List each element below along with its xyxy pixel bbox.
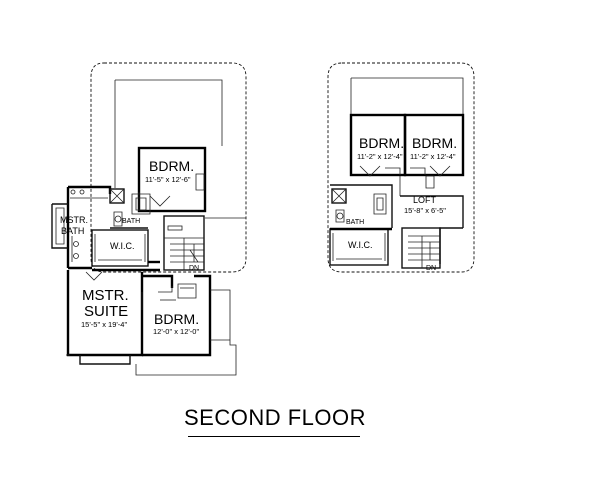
right-bedroom-left-label: BDRM. xyxy=(359,135,404,151)
left-plan xyxy=(51,62,247,376)
left-wic-walls xyxy=(91,229,149,267)
left-bedroom-bottom-walls xyxy=(142,274,212,357)
left-bath-label: BATH xyxy=(122,218,140,225)
left-master-suite-label-2: SUITE xyxy=(84,303,128,320)
right-bedroom-right-walls xyxy=(403,113,465,177)
page-title: SECOND FLOOR xyxy=(183,405,367,430)
left-bedroom-top-label: BDRM. xyxy=(149,158,194,174)
left-master-suite-walls xyxy=(66,270,144,357)
right-bath-label: BATH xyxy=(346,219,364,226)
left-bedroom-top-dims: 11'-5" x 12'-6" xyxy=(145,175,191,184)
right-wic-label: W.I.C. xyxy=(348,240,373,250)
left-exterior-outline xyxy=(135,289,237,376)
right-loft-label: LOFT xyxy=(413,195,437,205)
left-bedroom-bottom-dims: 12'-0" x 12'-0" xyxy=(153,327,199,336)
title-underline xyxy=(188,436,360,437)
left-stair-label: DN xyxy=(189,265,199,272)
left-master-suite-dims: 15'-5" x 19'-4" xyxy=(81,320,127,329)
right-shower xyxy=(331,188,347,204)
left-open-below xyxy=(114,79,223,188)
left-roof-outline xyxy=(90,62,247,273)
right-roof-outline xyxy=(327,62,475,273)
left-bedroom-bottom-label: BDRM. xyxy=(154,311,199,327)
left-bedroom-top-walls xyxy=(137,146,207,213)
right-plan xyxy=(327,62,475,273)
right-stair-label: DN xyxy=(426,265,436,272)
left-wic-label: W.I.C. xyxy=(110,241,135,251)
right-bedroom-right-label: BDRM. xyxy=(412,135,457,151)
left-master-bath-label-2: BATH xyxy=(61,226,84,236)
left-master-suite-label-1: MSTR. xyxy=(82,287,129,304)
left-shower xyxy=(109,188,125,204)
right-bedroom-right-dims: 11'-2" x 12'-4" xyxy=(410,152,456,161)
left-master-bath-label-1: MSTR. xyxy=(60,215,88,225)
right-bedroom-left-dims: 11'-2" x 12'-4" xyxy=(357,152,403,161)
right-open-below xyxy=(350,77,464,114)
right-loft-dims: 15'-8" x 6'-5" xyxy=(404,206,446,215)
